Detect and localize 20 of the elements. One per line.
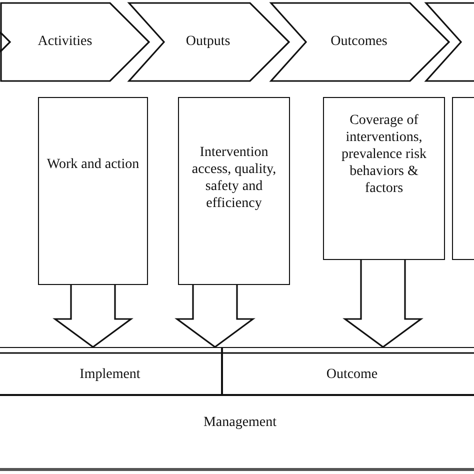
process-box	[323, 97, 445, 260]
stage-banner	[128, 2, 290, 82]
band-cell	[222, 347, 474, 395]
node-label: Outcomes	[330, 33, 388, 50]
node-label: Activities	[36, 33, 94, 50]
node-label: Outcome	[325, 366, 379, 383]
node-label: Intervention access, quality, safety and efficiency	[190, 144, 278, 212]
node-label: Implement	[78, 366, 142, 383]
band-cell	[0, 347, 222, 395]
block-arrow	[52, 284, 134, 348]
process-box	[38, 97, 148, 285]
process-box	[178, 97, 290, 285]
node-label: Coverage of interventions, prevalence risk behaviors & factors	[340, 112, 428, 197]
node-label: Outputs	[184, 33, 232, 50]
block-arrow	[174, 284, 256, 348]
band-cell	[0, 395, 474, 471]
node-label: Management	[202, 414, 278, 431]
node-label: Work and action	[46, 156, 140, 173]
stage-banner	[0, 2, 150, 82]
block-arrow	[342, 259, 424, 348]
